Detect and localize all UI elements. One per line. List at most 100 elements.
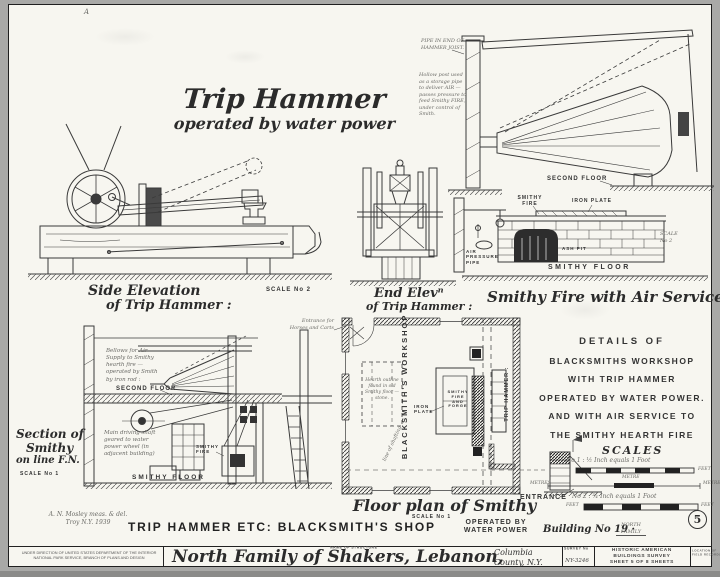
floor-plan-scale: SCALE No 1 <box>412 514 452 520</box>
title-block-vline <box>690 546 691 566</box>
section-drawing <box>83 325 332 490</box>
plan-trip-hammer-label: TRIP HAMMER : <box>503 366 510 422</box>
iron-plate-label: IRON PLATE <box>572 198 612 204</box>
building-number: Building No 19 · <box>543 524 636 535</box>
corner-mark: A <box>84 8 90 16</box>
drawing-title: Trip Hammer <box>182 84 387 115</box>
smithy-fire-caption: Smithy Fire with Air Service : <box>487 288 720 306</box>
structure-name: North Family of Shakers, Lebanon, <box>172 547 504 567</box>
title-block-divider <box>8 546 712 547</box>
filing-box: LOCATION OF FIELD RECORDS <box>692 549 720 567</box>
details-line: WITH TRIP HAMMER <box>568 374 676 384</box>
section-bellows-note: Bellows for Air Supply to Smithy hearth … <box>106 348 158 383</box>
plan-hearth-note: Hearth outline found in old Smithy floor… <box>365 378 399 401</box>
survey-value: NY-3246 <box>565 557 589 564</box>
county-line: County, N.Y. <box>494 558 543 568</box>
family-line: FAMILY <box>620 528 642 535</box>
section-caption-2: Smithy <box>26 441 74 455</box>
smithy-fire-label: SMITHY FIRE <box>517 195 543 207</box>
fine-print-line: NATIONAL PARK SERVICE, BRANCH OF PLANS A… <box>33 555 145 561</box>
title-block-vline <box>594 546 595 566</box>
scan-smudge <box>95 28 155 46</box>
scale-metre-left: METRES <box>530 481 551 486</box>
habs-line: BUILDINGS SURVEY <box>613 553 671 559</box>
bellows-pipe-note: PIPE IN END OF HAMMER JOIST. <box>421 38 465 51</box>
scan-edge <box>0 571 720 577</box>
scan-smudge <box>560 300 610 320</box>
scale-no2-right: FEET <box>701 503 714 508</box>
habs-box: HISTORIC AMERICAN BUILDINGS SURVEY SHEET… <box>596 547 688 577</box>
side-elevation-scale: SCALE No 2 <box>266 287 312 293</box>
floor-plan-drawing <box>333 316 602 498</box>
filing-line: LOCATION OF <box>692 549 717 553</box>
scale-no1-unit: FEET <box>698 467 711 472</box>
details-text-block: DETAILS OF BLACKSMITHS WORKSHOP WITH TRI… <box>528 333 716 444</box>
family-annotation: NORTH FAMILY <box>616 522 646 536</box>
filing-line: FIELD RECORDS <box>692 553 720 557</box>
scale-metre-label: METRE <box>622 475 640 480</box>
county-block: Columbia County, N.Y. <box>494 548 543 569</box>
plan-workshop-label: BLACKSMITH'S WORKSHOP : <box>399 305 409 460</box>
plan-entrance-label: ENTRANCE <box>520 494 567 501</box>
operated-line: OPERATED BY <box>465 519 527 526</box>
end-elevation-caption: End Elevⁿ <box>374 286 444 301</box>
signature-line: A. N. Mosley meas. & del. <box>48 511 128 518</box>
sheet-number-badge: 5 <box>688 510 707 529</box>
side-elevation-caption: Side Elevation <box>88 283 201 299</box>
family-line: NORTH <box>621 522 641 528</box>
end-elevation-drawing <box>350 159 456 286</box>
scale-metre-right: METRES <box>703 481 720 486</box>
operated-by-block: OPERATED BY WATER POWER <box>455 519 537 534</box>
survey-number-box: SURVEY No NY-3246 <box>564 547 619 565</box>
section-scale: SCALE No 1 <box>20 471 60 477</box>
county-line: Columbia <box>494 548 533 557</box>
floor-plan-caption: Floor plan of Smithy <box>352 496 537 515</box>
section-floor-label: SMITHY FLOOR <box>132 474 205 481</box>
scan-smudge <box>225 50 265 64</box>
fine-print-block: UNDER DIRECTION OF UNITED STATES DEPARTM… <box>18 550 160 572</box>
plan-forge-label: SMITHY FIRE AND FORGE <box>447 389 469 409</box>
survey-label: SURVEY No <box>564 546 589 551</box>
delineator-signature: A. N. Mosley meas. & del. Troy N.Y. 1939 <box>46 511 130 527</box>
scale-no2-left: FEET <box>566 503 579 508</box>
sheet-main-title: TRIP HAMMER ETC: BLACKSMITH'S SHOP <box>128 520 436 534</box>
name-of-structure-label: NAME OF STRUCTURE <box>330 545 378 550</box>
bellows-second-floor-label: SECOND FLOOR <box>547 176 608 182</box>
details-line: DETAILS OF <box>579 336 665 347</box>
title-block-vline <box>562 546 563 566</box>
fine-print-line: UNDER DIRECTION OF UNITED STATES DEPARTM… <box>21 550 157 555</box>
plan-entrance-note: Entrance for Horses and Carts <box>289 318 334 331</box>
scale-no1-label: No 1 : ½ Inch equals 1 Foot <box>566 457 651 464</box>
scales-title: SCALES <box>602 444 664 457</box>
ash-pit-label: ASH PIT <box>562 246 587 251</box>
details-line: OPERATED BY WATER POWER. <box>539 392 705 403</box>
section-caption-1: Section of <box>16 427 84 441</box>
signature-line: Troy N.Y. 1939 <box>65 518 111 526</box>
details-line: AND WITH AIR SERVICE TO <box>548 411 696 421</box>
scale-no2-label: No 2 : ¾ Inch equals 1 Foot <box>572 493 657 500</box>
name-of-structure-label-wrap: NAME OF STRUCTURE <box>330 546 435 555</box>
smithy-fire-scale: SCALE No 2 <box>660 231 678 244</box>
end-elevation-caption-2: of Trip Hammer : <box>366 300 473 313</box>
details-line: BLACKSMITHS WORKSHOP <box>549 355 695 366</box>
scale-bars <box>547 467 701 511</box>
section-smithy-fire-label: SMITHY FIRE <box>196 444 219 455</box>
section-shaft-note: Main driving shaft geared to water power… <box>104 430 156 458</box>
drawing-subtitle: operated by water power <box>173 114 396 133</box>
bellows-post-note: Hollow post used as a storage pipe to de… <box>419 72 467 117</box>
habs-line: SHEET 5 OF 8 SHEETS <box>609 559 674 565</box>
side-elevation-drawing <box>28 123 332 280</box>
operated-line: WATER POWER <box>463 526 529 534</box>
side-elevation-caption-2: of Trip Hammer : <box>106 298 232 313</box>
smithy-fire-drawing <box>453 197 708 281</box>
smithy-floor-label: SMITHY FLOOR <box>548 264 631 271</box>
section-caption-3: on line F.N. <box>16 455 80 466</box>
bellows-drawing <box>448 29 714 195</box>
details-line: THE SMITHY HEARTH FIRE <box>550 429 694 440</box>
title-block-vline <box>163 546 164 566</box>
section-second-floor-label: SECOND FLOOR <box>116 386 177 392</box>
habs-line: HISTORIC AMERICAN <box>611 547 672 553</box>
air-pressure-pipe-label: AIR PRESSURE PIPE <box>466 249 499 265</box>
